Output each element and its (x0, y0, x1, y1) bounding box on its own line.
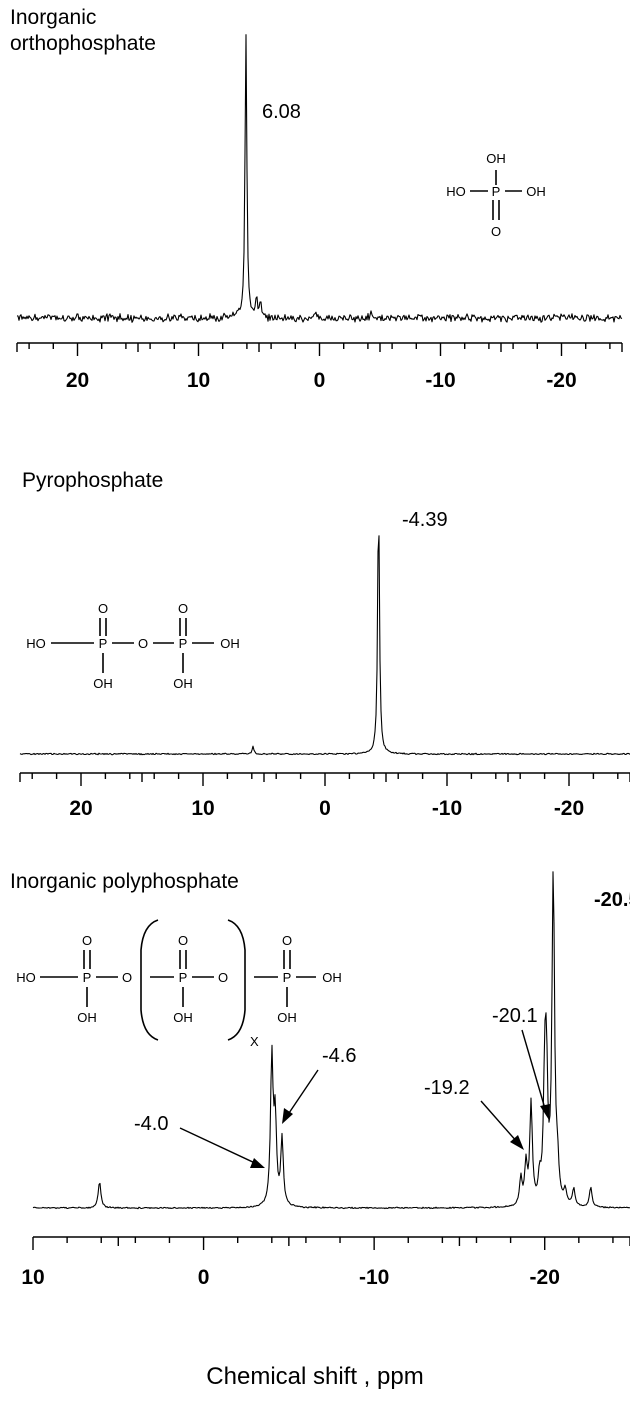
panel-3-arrow-4-0 (179, 1127, 258, 1165)
panel-3-peak-label-19-2: -19.2 (424, 1077, 470, 1099)
panel-2-atom-p-1: P (99, 636, 108, 651)
panel-2-tick-label: 0 (319, 797, 331, 820)
panel-2-atom-ho: HO (26, 636, 46, 651)
panel-2-atom-oh-right: OH (220, 636, 240, 651)
panel-3-atom-o-top-1: O (82, 933, 92, 948)
panel-3-arrow-19-2 (480, 1100, 519, 1144)
panel-3-atom-p-3: P (283, 970, 292, 985)
panel-3-arrow-20-1 (521, 1029, 547, 1113)
panel-3-title: Inorganic polyphosphate (10, 870, 239, 893)
panel-2-atom-p-2: P (179, 636, 188, 651)
panel-1-peak-label-6-08: 6.08 (262, 101, 301, 123)
panel-3-arrow-4-6 (286, 1069, 319, 1117)
panel-2-peak-label-4-39: -4.39 (402, 509, 448, 531)
panel-3-tick-label: -20 (530, 1266, 560, 1289)
panel-3-bracket-right (227, 919, 246, 1041)
panel-3-atom-oh-right: OH (322, 970, 342, 985)
panel-1-spectrum-trace (16, 34, 623, 323)
panel-3-peak-label-4-0: -4.0 (134, 1113, 168, 1135)
panel-1-title-line-1: Inorganic (10, 6, 96, 29)
panel-2-tick-label: 20 (69, 797, 92, 820)
panel-2-title: Pyrophosphate (22, 469, 163, 492)
panel-3-repeat-subscript: X (250, 1034, 259, 1049)
panel-2-spectrum-trace (19, 535, 630, 756)
panel-2-tick-label: -20 (554, 797, 584, 820)
panel-1-title-line-2: orthophosphate (10, 32, 156, 55)
panel-2-x-axis: 20 10 0 -10 -20 (19, 772, 630, 820)
panel-2-structure-pyrophosphoric-acid: O O HO P O P OH OH OH (26, 601, 240, 691)
panel-1-atom-o-bottom: O (491, 224, 501, 239)
panel-3-peak-label-4-6: -4.6 (322, 1045, 356, 1067)
panel-3-atom-oh-bottom-2: OH (173, 1010, 193, 1025)
panel-1-tick-label: 10 (187, 369, 210, 392)
panel-1-atom-oh-top: OH (486, 151, 506, 166)
panel-1-tick-label: -20 (546, 369, 576, 392)
panel-2-atom-o-top-1: O (98, 601, 108, 616)
panel-3-x-axis: 10 0 -10 -20 (21, 1236, 630, 1289)
panel-1-atom-p: P (492, 184, 501, 199)
panel-3-arrowhead-19-2 (510, 1135, 524, 1150)
panel-2-atom-o-bridge: O (138, 636, 148, 651)
panel-2-atom-oh-bottom-1: OH (93, 676, 113, 691)
x-axis-title: Chemical shift , ppm (206, 1363, 423, 1390)
panel-3-atom-o-bridge-1: O (122, 970, 132, 985)
panel-2-atom-oh-bottom-2: OH (173, 676, 193, 691)
panel-3-tick-label: 0 (198, 1266, 210, 1289)
panel-3-atom-p-1: P (83, 970, 92, 985)
panel-3-atom-p-2: P (179, 970, 188, 985)
panel-1-atom-oh-right: OH (526, 184, 546, 199)
panel-3-tick-label: 10 (21, 1266, 44, 1289)
panel-3-atom-ho: HO (16, 970, 36, 985)
panel-3-atom-o-top-3: O (282, 933, 292, 948)
panel-3-atom-o-bridge-2: O (218, 970, 228, 985)
panel-3-atom-oh-bottom-1: OH (77, 1010, 97, 1025)
panel-1-tick-label: 20 (66, 369, 89, 392)
panel-1-x-axis: 20 10 0 -10 -20 (16, 342, 623, 392)
panel-3-atom-oh-bottom-3: OH (277, 1010, 297, 1025)
panel-orthophosphate: Inorganic orthophosphate 20 10 0 -10 -20 6.0… (10, 6, 623, 392)
panel-3-arrowhead-4-0 (250, 1158, 265, 1168)
panel-1-atom-ho-left: HO (446, 184, 466, 199)
panel-3-bracket-left (140, 919, 159, 1041)
panel-2-atom-o-top-2: O (178, 601, 188, 616)
panel-3-arrowhead-4-6 (282, 1108, 293, 1124)
panel-1-tick-label: 0 (314, 369, 326, 392)
panel-3-arrowhead-20-1 (540, 1104, 550, 1120)
panel-3-structure-polyphosphoric-acid: O O O HO P O P O X P OH (16, 919, 342, 1049)
panel-pyrophosphate: Pyrophosphate 20 10 0 -10 -20 -4.39 O O HO P… (19, 469, 630, 820)
panel-1-tick-label: -10 (425, 369, 455, 392)
panel-3-peak-label-20-1: -20.1 (492, 1005, 538, 1027)
panel-2-tick-label: -10 (432, 797, 462, 820)
panel-polyphosphate: Inorganic polyphosphate 10 0 -10 -20 O O O … (10, 870, 630, 1390)
panel-2-tick-label: 10 (191, 797, 214, 820)
panel-3-peak-label-20-5: -20.5 (594, 889, 630, 911)
panel-3-tick-label: -10 (359, 1266, 389, 1289)
panel-3-atom-o-top-2: O (178, 933, 188, 948)
panel-1-structure-orthophosphoric-acid: OH HO P OH O (446, 151, 546, 239)
panel-3-spectrum-trace (32, 871, 630, 1210)
